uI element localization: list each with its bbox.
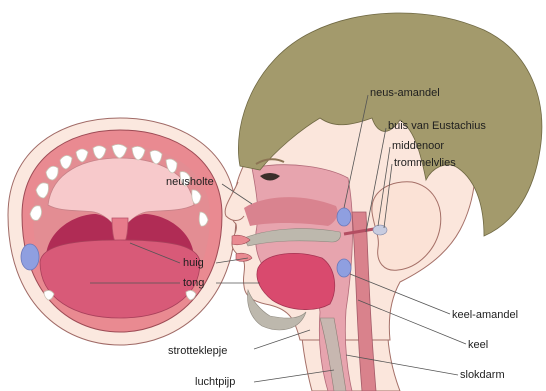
label-strotteklepje: strotteklepje [168, 345, 227, 357]
label-luchtpijp: luchtpijp [195, 376, 235, 388]
open-mouth-illustration [8, 118, 236, 345]
label-keel: keel [468, 339, 488, 351]
adenoid [337, 208, 351, 226]
label-trommelvlies: trommelvlies [394, 157, 456, 169]
middle-ear [373, 225, 387, 235]
label-huig: huig [183, 257, 204, 269]
label-neusholte: neusholte [166, 176, 214, 188]
label-middenoor: middenoor [392, 140, 444, 152]
label-slokdarm: slokdarm [460, 369, 505, 381]
label-neus-amandel: neus-amandel [370, 87, 440, 99]
label-keel-amandel: keel-amandel [452, 309, 518, 321]
profile-head-illustration [225, 13, 542, 391]
left-tonsil [21, 244, 39, 270]
label-buis-van-eustachius: buis van Eustachius [388, 120, 486, 132]
palatine-tonsil-side [337, 259, 351, 277]
label-tong: tong [183, 277, 204, 289]
